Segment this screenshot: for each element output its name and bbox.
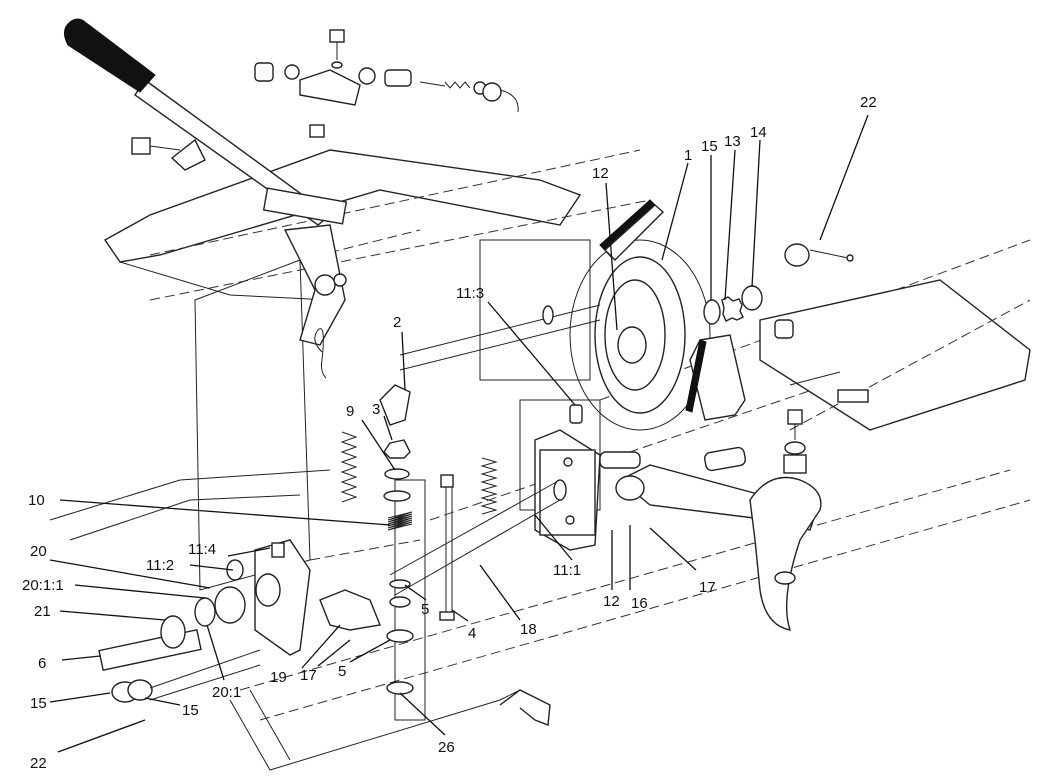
callout-22: 22 (860, 94, 877, 111)
callout-9: 9 (346, 403, 354, 420)
callout-11-1: 11:1 (553, 562, 581, 579)
leader-lines (49, 114, 869, 753)
callout-17: 17 (699, 579, 716, 596)
callout-15: 15 (30, 695, 47, 712)
pulley-assembly (399, 199, 854, 431)
callout-16: 16 (631, 595, 648, 612)
callout-11-2: 11:2 (146, 557, 174, 574)
callout-2: 2 (393, 314, 401, 331)
callout-13: 13 (724, 133, 741, 150)
callout-19: 19 (270, 669, 287, 686)
callout-26: 26 (438, 739, 455, 756)
callout-11-4: 11:4 (188, 541, 216, 558)
callout-22: 22 (30, 755, 47, 772)
callout-3: 3 (372, 401, 380, 418)
callout-10: 10 (28, 492, 45, 509)
linkage-hardware-top (131, 29, 519, 171)
callout-12: 12 (592, 165, 609, 182)
callout-20-1: 20:1 (212, 684, 241, 701)
callout-5: 5 (421, 601, 429, 618)
callout-12: 12 (603, 593, 620, 610)
callout-15: 15 (182, 702, 199, 719)
axle-housing (98, 539, 381, 703)
spring-stack (314, 328, 498, 695)
callout-17: 17 (300, 667, 317, 684)
callout-21: 21 (34, 603, 51, 620)
callout-15: 15 (701, 138, 718, 155)
callout-20: 20 (30, 543, 47, 560)
callout-1: 1 (684, 147, 692, 164)
transmission-block (389, 404, 641, 596)
chassis-frame (49, 149, 1031, 771)
callout-14: 14 (750, 124, 767, 141)
shift-fork-assembly (615, 319, 869, 631)
callout-18: 18 (520, 621, 537, 638)
callout-labels: 1 2 3 4 5 5 6 9 10 11:1 11:2 11:3 11:4 1… (22, 94, 877, 772)
callout-20-1-1: 20:1:1 (22, 577, 64, 594)
callout-4: 4 (468, 625, 476, 642)
brake-lever (64, 18, 348, 346)
callout-5: 5 (338, 663, 346, 680)
callout-6: 6 (38, 655, 46, 672)
callout-11-3: 11:3 (456, 285, 484, 302)
